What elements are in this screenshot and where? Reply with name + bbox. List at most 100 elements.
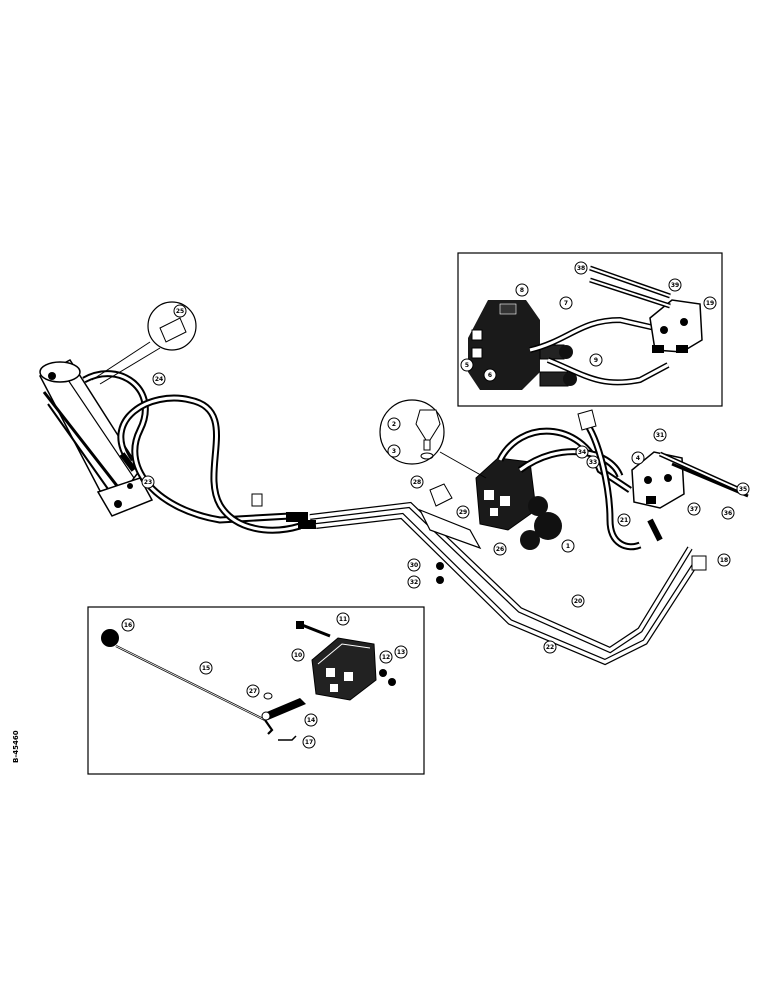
callout-33: 33: [586, 455, 600, 469]
callout-label: 19: [706, 300, 714, 307]
callout-circle: [407, 558, 421, 572]
callout-label: 38: [577, 265, 585, 272]
callout-5: 5: [460, 358, 474, 372]
callout-circle: [736, 482, 750, 496]
callout-label: 17: [305, 739, 313, 746]
callout-circle: [394, 645, 408, 659]
callout-circle: [586, 455, 600, 469]
callout-21: 21: [617, 513, 631, 527]
callout-circle: [460, 358, 474, 372]
callout-circle: [575, 445, 589, 459]
callout-37: 37: [687, 502, 701, 516]
callout-circle: [653, 428, 667, 442]
callout-label: 28: [413, 479, 421, 486]
callout-32: 32: [407, 575, 421, 589]
inset-valve-block: [468, 300, 577, 390]
callout-4: 4: [631, 451, 645, 465]
callout-14: 14: [304, 713, 318, 727]
callout-label: 37: [690, 506, 698, 513]
callout-label: 3: [392, 448, 396, 455]
callout-label: 39: [671, 282, 679, 289]
callout-label: 9: [594, 357, 598, 364]
callout-label: 15: [202, 665, 210, 672]
callout-label: 10: [294, 652, 302, 659]
callout-circle: [493, 542, 507, 556]
callout-label: 8: [520, 287, 524, 294]
callout-label: 4: [636, 455, 640, 462]
callout-7: 7: [559, 296, 573, 310]
callout-circle: [152, 372, 166, 386]
callout-34: 34: [575, 445, 589, 459]
callout-circle: [589, 353, 603, 367]
callout-label: 12: [382, 654, 390, 661]
callout-label: 35: [739, 486, 747, 493]
callout-circle: [199, 661, 213, 675]
callout-22: 22: [543, 640, 557, 654]
callout-label: 6: [488, 372, 492, 379]
callout-label: 1: [566, 543, 570, 550]
callout-39: 39: [668, 278, 682, 292]
inset-control-valve: [649, 299, 703, 353]
callout-label: 25: [176, 308, 184, 315]
callout-31: 31: [653, 428, 667, 442]
callout-20: 20: [571, 594, 585, 608]
callout-18: 18: [717, 553, 731, 567]
callout-12: 12: [379, 650, 393, 664]
callout-label: 21: [620, 517, 628, 524]
callout-label: 23: [144, 479, 152, 486]
callout-label: 34: [578, 449, 586, 456]
callout-circle: [407, 575, 421, 589]
callout-circle: [631, 451, 645, 465]
callout-label: 18: [720, 557, 728, 564]
callout-circle: [302, 735, 316, 749]
callout-30: 30: [407, 558, 421, 572]
steel-tubes: [309, 501, 701, 666]
callout-label: 27: [249, 688, 257, 695]
callout-group: 1234567891011121314151617181920212223242…: [121, 261, 750, 749]
callout-label: 24: [155, 376, 163, 383]
callout-2: 2: [387, 417, 401, 431]
callout-15: 15: [199, 661, 213, 675]
callout-8: 8: [515, 283, 529, 297]
callout-circle: [668, 278, 682, 292]
callout-13: 13: [394, 645, 408, 659]
callout-circle: [173, 304, 187, 318]
inset-bottom-left: [87, 606, 425, 775]
callout-10: 10: [291, 648, 305, 662]
callout-circle: [336, 612, 350, 626]
callout-circle: [304, 713, 318, 727]
callout-circle: [617, 513, 631, 527]
callout-1: 1: [561, 539, 575, 553]
callout-circle: [246, 684, 260, 698]
callout-circle: [379, 650, 393, 664]
callout-3: 3: [387, 444, 401, 458]
callout-label: 33: [589, 459, 597, 466]
lower-valve-block: [311, 637, 377, 701]
callout-label: 36: [724, 510, 732, 517]
callout-circle: [387, 417, 401, 431]
hydraulic-cylinder: [38, 359, 154, 517]
callout-circle: [141, 475, 155, 489]
callout-circle: [483, 368, 497, 382]
callout-circle: [121, 618, 135, 632]
callout-circle: [291, 648, 305, 662]
callout-9: 9: [589, 353, 603, 367]
callout-19: 19: [703, 296, 717, 310]
callout-35: 35: [736, 482, 750, 496]
callout-25: 25: [173, 304, 187, 318]
callout-circle: [543, 640, 557, 654]
callout-circle: [456, 505, 470, 519]
callout-circle: [721, 506, 735, 520]
callout-circle: [687, 502, 701, 516]
callout-circle: [561, 539, 575, 553]
inset-top-right: [457, 252, 723, 407]
callout-24: 24: [152, 372, 166, 386]
callout-label: 13: [397, 649, 405, 656]
callout-circle: [703, 296, 717, 310]
callout-27: 27: [246, 684, 260, 698]
callout-circle: [571, 594, 585, 608]
callout-26: 26: [493, 542, 507, 556]
callout-circle: [559, 296, 573, 310]
callout-label: 22: [546, 644, 554, 651]
